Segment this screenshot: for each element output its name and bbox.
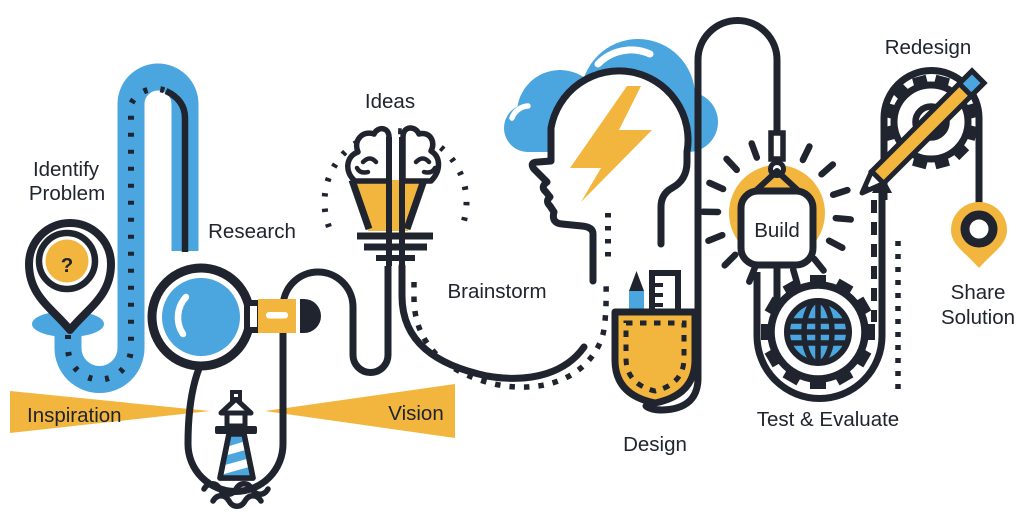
- inspiration-beam: [10, 391, 210, 433]
- redesign-pencil: [859, 67, 988, 196]
- road-dashed-path: [65, 85, 168, 383]
- road-solid-path: [164, 88, 189, 252]
- question-mark: ?: [61, 254, 74, 277]
- label-inspiration: Inspiration: [27, 404, 122, 427]
- gear-globe-icon: [761, 275, 875, 389]
- vision-beam: [265, 384, 455, 438]
- connector-redesign: [880, 67, 983, 208]
- hanging-sign-icon: [703, 130, 851, 302]
- brainstorm-dashed-curve: [411, 277, 609, 390]
- label-vision: Vision: [388, 402, 443, 425]
- gear-pencil-icon: [859, 67, 988, 196]
- label-ideas: Ideas: [365, 90, 415, 113]
- label-share-line1: Share: [951, 281, 1006, 304]
- brainstorm-head-icon: [528, 67, 692, 285]
- label-identify-line1: Identify: [33, 158, 100, 181]
- connector-design-to-build: [642, 17, 781, 414]
- brainstorm-solid-curve: [398, 262, 588, 382]
- label-build: Build: [754, 219, 800, 242]
- label-design: Design: [623, 433, 687, 456]
- label-share-line2: Solution: [941, 306, 1015, 329]
- pocket-pencil-ruler-icon: [611, 270, 699, 407]
- magnifying-glass-icon: [147, 263, 321, 371]
- label-research: Research: [208, 220, 296, 243]
- map-pin-question-icon: ?: [25, 219, 115, 334]
- lightning-bolt-icon: [570, 86, 652, 202]
- location-pin-icon: [951, 202, 1007, 268]
- blue-road: [54, 63, 199, 393]
- connector-test-loop-arrow: [753, 192, 886, 402]
- label-identify-line2: Problem: [29, 182, 105, 205]
- label-brainstorm: Brainstorm: [447, 280, 546, 303]
- label-redesign: Redesign: [885, 36, 972, 59]
- lightbulb-brain-icon: [321, 125, 470, 266]
- label-test-evaluate: Test & Evaluate: [757, 408, 899, 431]
